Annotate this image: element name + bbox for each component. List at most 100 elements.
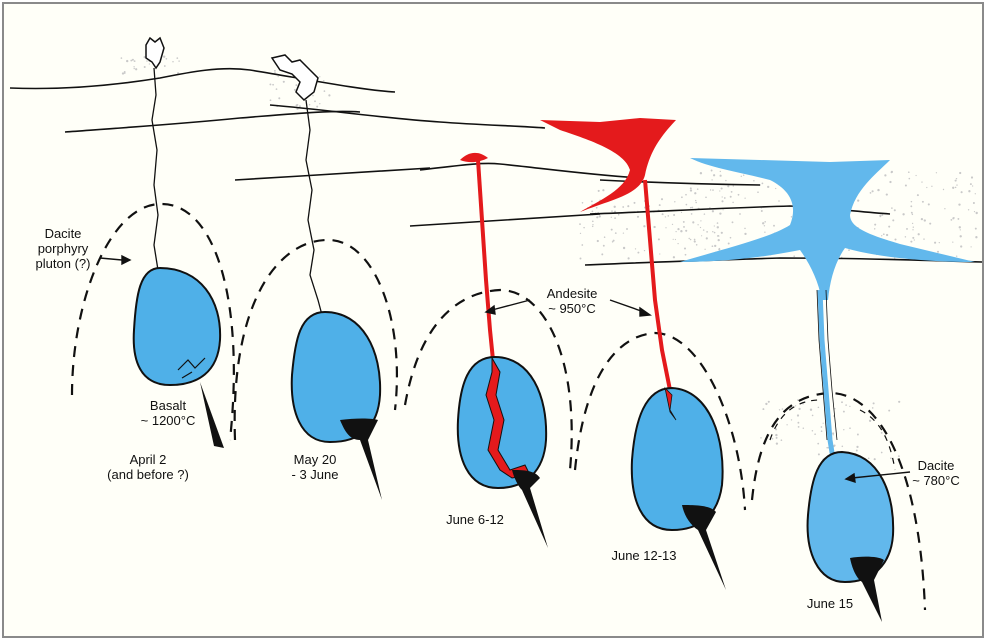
ash-speckle bbox=[283, 81, 285, 83]
ash-speckle bbox=[615, 232, 617, 234]
ash-speckle bbox=[673, 256, 675, 258]
ash-speckle bbox=[720, 171, 721, 172]
ash-speckle bbox=[614, 206, 616, 208]
ash-speckle bbox=[872, 190, 874, 192]
ash-speckle bbox=[711, 179, 712, 180]
ash-speckle bbox=[706, 231, 708, 233]
ash-speckle bbox=[778, 200, 780, 202]
ash-speckle bbox=[760, 437, 761, 438]
ash-speckle bbox=[937, 251, 939, 253]
ash-speckle bbox=[911, 212, 913, 214]
ash-speckle bbox=[902, 213, 904, 215]
ash-speckle bbox=[798, 426, 800, 428]
ash-speckle bbox=[134, 68, 135, 69]
dacite-pluton-line2: porphyry bbox=[26, 241, 100, 256]
ash-speckle bbox=[881, 235, 882, 236]
stage3-date-label: June 6-12 bbox=[430, 512, 520, 527]
ash-speckle bbox=[776, 442, 778, 444]
dacite-label: Dacite ~ 780°C bbox=[904, 458, 968, 488]
ash-speckle bbox=[721, 232, 723, 234]
ash-speckle bbox=[582, 202, 584, 204]
ash-speckle bbox=[601, 253, 603, 255]
ash-speckle bbox=[959, 172, 961, 174]
ash-speckle bbox=[872, 407, 874, 409]
ash-speckle bbox=[276, 88, 278, 90]
ash-speckle bbox=[765, 403, 767, 405]
ash-speckle bbox=[968, 209, 969, 210]
ash-speckle bbox=[637, 252, 639, 254]
ash-speckle bbox=[274, 70, 276, 72]
ash-speckle bbox=[611, 229, 613, 231]
ash-speckle bbox=[818, 453, 820, 455]
ash-speckle bbox=[782, 408, 784, 410]
ash-speckle bbox=[894, 209, 896, 211]
ash-speckle bbox=[684, 247, 686, 249]
andesite-line2: ~ 950°C bbox=[536, 301, 608, 316]
ash-speckle bbox=[691, 213, 693, 215]
ash-speckle bbox=[970, 183, 972, 185]
ash-speckle bbox=[795, 405, 796, 406]
ash-speckle bbox=[133, 66, 134, 67]
ash-speckle bbox=[599, 215, 601, 217]
ash-speckle bbox=[675, 239, 676, 240]
ash-speckle bbox=[779, 409, 780, 410]
stage1-date-line1: April 2 bbox=[88, 452, 208, 467]
ash-speckle bbox=[912, 237, 914, 239]
ash-speckle bbox=[714, 225, 715, 226]
ash-speckle bbox=[739, 213, 741, 215]
ash-speckle bbox=[704, 213, 706, 215]
ash-speckle bbox=[881, 432, 883, 434]
ash-speckle bbox=[637, 216, 639, 218]
ash-speckle bbox=[126, 60, 128, 62]
ash-speckle bbox=[961, 191, 963, 193]
ash-speckle bbox=[802, 403, 803, 404]
stage2-date-line2: - 3 June bbox=[270, 467, 360, 482]
ash-speckle bbox=[761, 210, 763, 212]
ash-speckle bbox=[898, 455, 900, 457]
ash-speckle bbox=[892, 219, 894, 221]
ash-speckle bbox=[741, 176, 742, 177]
ash-speckle bbox=[583, 227, 585, 229]
ash-speckle bbox=[581, 244, 583, 246]
ash-speckle bbox=[613, 240, 615, 242]
ash-speckle bbox=[842, 446, 844, 448]
ash-speckle bbox=[683, 221, 685, 223]
ash-speckle bbox=[912, 214, 913, 215]
ash-speckle bbox=[738, 194, 740, 196]
ash-speckle bbox=[658, 238, 660, 240]
ash-speckle bbox=[668, 215, 670, 217]
ash-speckle bbox=[767, 186, 769, 188]
ash-speckle bbox=[928, 203, 930, 205]
ash-speckle bbox=[718, 239, 720, 241]
ash-speckle bbox=[975, 193, 976, 194]
ash-speckle bbox=[960, 235, 962, 237]
ash-speckle bbox=[718, 235, 720, 237]
ash-speckle bbox=[834, 408, 835, 409]
ash-speckle bbox=[798, 408, 800, 410]
ash-speckle bbox=[628, 257, 630, 259]
dacite-pluton-line3: pluton (?) bbox=[26, 256, 100, 271]
ash-speckle bbox=[178, 60, 179, 61]
ash-speckle bbox=[592, 226, 593, 227]
ash-speckle bbox=[686, 204, 688, 206]
dacite-line2: ~ 780°C bbox=[904, 473, 968, 488]
ash-speckle bbox=[626, 228, 628, 230]
ash-speckle bbox=[714, 245, 716, 247]
ash-speckle bbox=[936, 172, 937, 173]
ash-speckle bbox=[797, 399, 798, 400]
ash-speckle bbox=[856, 450, 858, 452]
ash-speckle bbox=[312, 95, 314, 97]
ash-speckle bbox=[812, 430, 814, 432]
ash-speckle bbox=[634, 202, 636, 204]
ash-speckle bbox=[719, 212, 721, 214]
ash-speckle bbox=[826, 447, 828, 449]
ash-speckle bbox=[821, 430, 823, 432]
ash-speckle bbox=[721, 200, 723, 202]
ash-speckle bbox=[685, 254, 687, 256]
ash-speckle bbox=[704, 249, 705, 250]
ash-speckle bbox=[659, 204, 661, 206]
ash-speckle bbox=[914, 239, 915, 240]
ash-speckle bbox=[603, 245, 605, 247]
dacite-pluton-line1: Dacite bbox=[26, 226, 100, 241]
